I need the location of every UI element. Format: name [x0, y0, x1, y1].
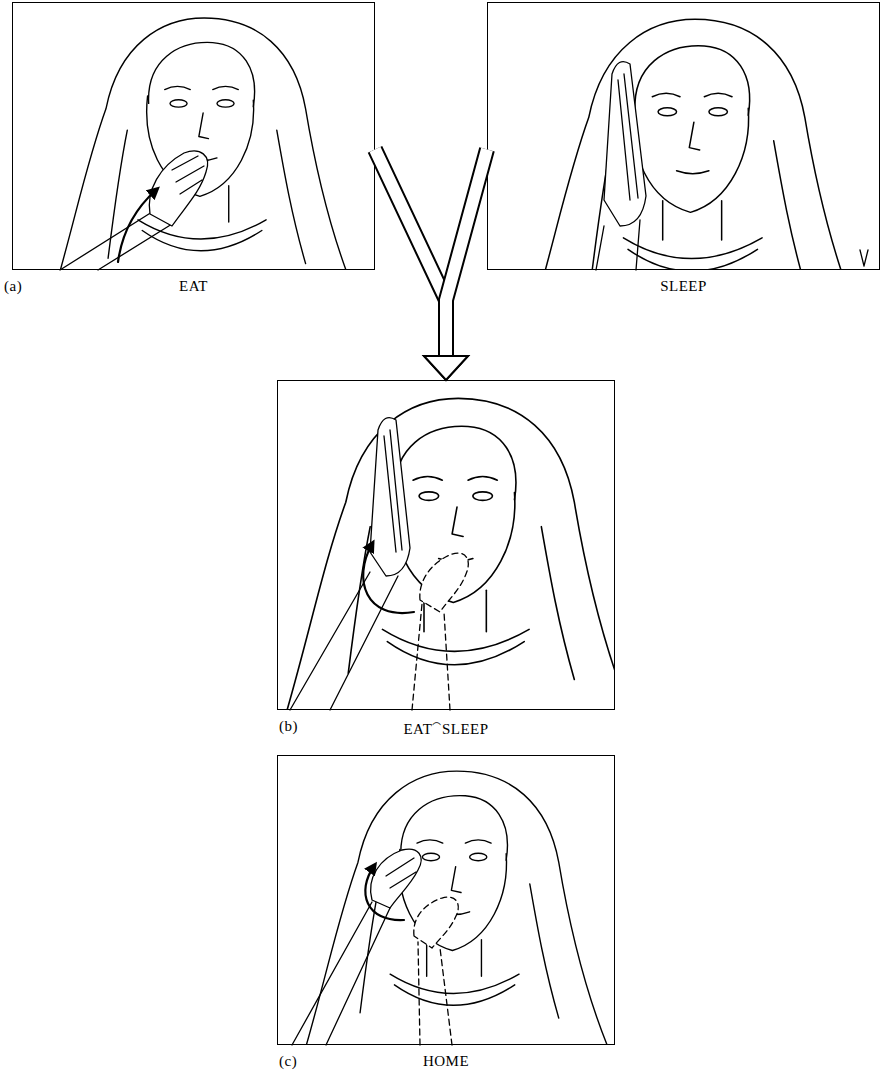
sign-panel: (a)EAT: [12, 2, 375, 300]
hand: [370, 418, 410, 576]
motion-arrow: [365, 866, 404, 920]
arrow-body: [446, 149, 487, 356]
finger-lines: [618, 74, 638, 200]
sign-gloss: HOME: [277, 1053, 615, 1070]
panel-letter: (a): [4, 278, 22, 295]
hand: [371, 849, 422, 908]
hand-start: [420, 553, 469, 612]
forearm: [292, 902, 390, 1045]
forearm: [60, 212, 152, 270]
merge-arrow: [375, 149, 468, 380]
signer-figure: [306, 771, 607, 1045]
panel-frame: [277, 755, 615, 1045]
panel-letter: (c): [279, 1053, 297, 1070]
panel-frame: [12, 2, 375, 270]
finger-lines: [172, 156, 204, 194]
panel-frame: [277, 380, 615, 710]
forearm-start: [418, 942, 452, 1045]
sign-panel: (c)HOME: [277, 755, 615, 1075]
forearm: [290, 572, 398, 710]
arrow-outline: [375, 149, 446, 356]
sign-gloss: EAT⁀SLEEP: [277, 718, 615, 738]
forearm: [596, 220, 640, 270]
arrow-outline: [446, 149, 487, 356]
sign-gloss: SLEEP: [487, 278, 880, 295]
sign-panel: (b)EAT⁀SLEEP: [277, 380, 615, 740]
motion-arrow: [363, 544, 414, 613]
arrow-head: [424, 356, 468, 380]
panel-letter: (b): [279, 718, 298, 735]
forearm: [98, 224, 172, 270]
hand-start: [414, 897, 459, 948]
finger-lines: [384, 430, 402, 552]
arrow-body: [375, 149, 446, 356]
signer-figure: [287, 398, 629, 710]
panel-frame: [487, 2, 880, 270]
merge-arrow: [424, 149, 487, 380]
motion-arrow: [118, 190, 156, 262]
hand: [604, 62, 646, 226]
finger-lines: [386, 858, 416, 888]
sign-panel: SLEEP: [487, 2, 880, 300]
hand: [149, 151, 207, 226]
sign-gloss: EAT: [12, 278, 375, 295]
forearm-start: [412, 604, 450, 710]
sketch-mark: [860, 250, 868, 266]
arrow-head: [424, 356, 468, 380]
signer-figure: [55, 18, 354, 290]
